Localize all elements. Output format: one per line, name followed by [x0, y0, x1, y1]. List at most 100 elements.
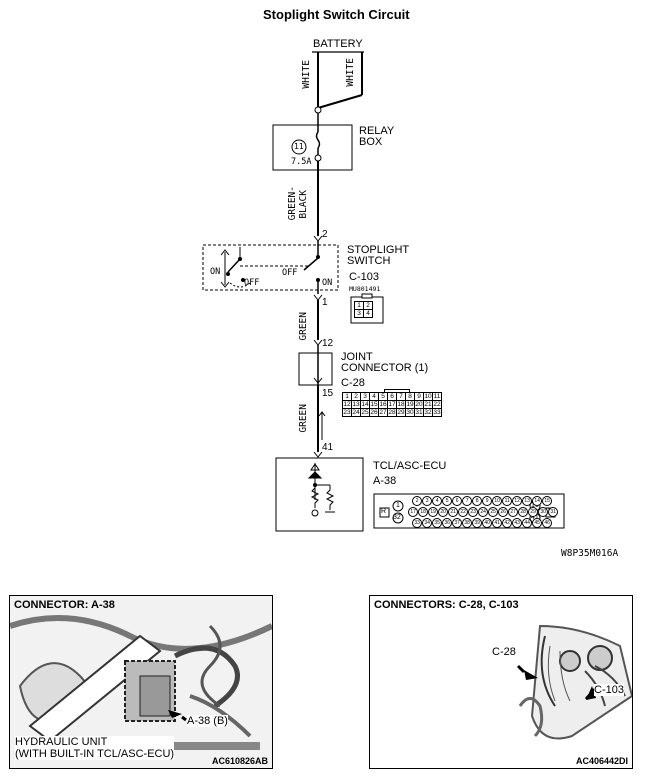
ecu-pin: 7	[462, 496, 473, 507]
c28-pin: 33	[432, 408, 442, 417]
c28-pin: 31	[414, 408, 424, 417]
ecu-pin: 30	[538, 507, 549, 518]
ecu-pin: 24	[478, 507, 489, 518]
battery-wire-left-color: WHITE	[301, 60, 312, 89]
switch-on-left: ON	[210, 267, 221, 277]
c28-pin: 6	[387, 392, 397, 401]
c28-pin: 2	[351, 392, 361, 401]
wire-green-black-line2: BLACK	[298, 190, 309, 219]
ecu-pin: 28	[518, 507, 529, 518]
ecu-pin: 2	[412, 496, 423, 507]
c28-pin: 20	[414, 400, 424, 409]
relay-box-label: RELAY BOX	[359, 125, 395, 148]
ecu-pin: 39	[472, 518, 483, 529]
ecu-pin-41: 41	[322, 442, 334, 453]
c28-pin: 10	[423, 392, 433, 401]
ecu-pin: 23	[468, 507, 479, 518]
ecu-pin-right-bottom: 41	[531, 514, 539, 521]
c103-part-number: MU801491	[349, 285, 381, 293]
a38-connector-label: A-38	[373, 475, 397, 487]
ecu-pin: 42	[502, 518, 513, 529]
c28-pin: 26	[369, 408, 379, 417]
joint-connector-label: JOINT CONNECTOR (1)	[341, 351, 429, 374]
switch-off-right: OFF	[282, 268, 298, 278]
switch-off-left: OFF	[244, 278, 260, 288]
c28-pin: 5	[378, 392, 388, 401]
photo-left-ref: AC610826AB	[211, 756, 268, 766]
ecu-pin: 37	[452, 518, 463, 529]
c28-pin: 23	[342, 408, 352, 417]
fuse-number: 11	[294, 142, 304, 151]
ecu-pin: 46	[542, 518, 553, 529]
engine-bay-photo	[10, 596, 272, 768]
ecu-label: TCL/ASC-ECU	[373, 460, 447, 472]
photo-right-title: CONNECTORS: C-28, C-103	[374, 599, 519, 611]
ecu-pin: 44	[522, 518, 533, 529]
c28-pin: 24	[351, 408, 361, 417]
joint-pin-bottom: 15	[322, 388, 334, 399]
ecu-pin: 5	[442, 496, 453, 507]
ecu-mark-left: R	[381, 508, 387, 515]
connector-a38-photo-panel: CONNECTOR: A-38 A-38 (B) HYDRAULIC UNIT …	[9, 595, 273, 769]
ecu-pin: 19	[428, 507, 439, 518]
ecu-pin: 27	[508, 507, 519, 518]
c28-pin: 25	[360, 408, 370, 417]
c28-pin: 8	[405, 392, 415, 401]
c103-pin: 1	[354, 301, 364, 310]
c28-pin: 30	[405, 408, 415, 417]
ecu-pin: 21	[448, 507, 459, 518]
c28-pin: 22	[432, 400, 442, 409]
ecu-pin: 12	[512, 496, 523, 507]
stoplight-switch-label: STOPLIGHT SWITCH	[347, 244, 410, 267]
photo-right-callout-c103: C-103	[594, 684, 624, 696]
c28-pin: 11	[432, 392, 442, 401]
ecu-pin: 3	[422, 496, 433, 507]
ecu-pin: 29	[528, 507, 539, 518]
ecu-pin: 31	[548, 507, 559, 518]
ecu-pin: 17	[408, 507, 419, 518]
ecu-pin: 43	[512, 518, 523, 529]
ecu-pin: 22	[458, 507, 469, 518]
ecu-pin: 14	[532, 496, 543, 507]
switch-on-right: ON	[322, 278, 333, 288]
ecu-pin: 45	[532, 518, 543, 529]
diagram-reference: W8P35M016A	[561, 548, 619, 559]
wire-green-lower: GREEN	[298, 404, 309, 433]
c28-pin: 21	[423, 400, 433, 409]
c28-pin: 14	[360, 400, 370, 409]
photo-left-caption: HYDRAULIC UNIT (WITH BUILT-IN TCL/ASC-EC…	[15, 736, 175, 760]
ecu-pin: 9	[482, 496, 493, 507]
battery-label: BATTERY	[313, 38, 363, 50]
ecu-pin: 38	[462, 518, 473, 529]
photo-left-callout: A-38 (B)	[187, 715, 228, 727]
ecu-pin: 10	[492, 496, 503, 507]
switch-pin-top: 2	[322, 229, 328, 240]
ecu-pin: 11	[502, 496, 513, 507]
wire-green-black-line1: GREEN-	[287, 186, 298, 221]
ecu-pin: 34	[422, 518, 433, 529]
switch-pin-bottom: 1	[322, 297, 328, 308]
ecu-pin: 6	[452, 496, 463, 507]
ecu-pin: 13	[522, 496, 533, 507]
dashboard-photo	[516, 624, 632, 740]
c103-pin: 3	[354, 309, 364, 318]
ecu-pin: 20	[438, 507, 449, 518]
ecu-pin-left-bottom: 32	[393, 514, 401, 521]
c28-pin: 27	[378, 408, 388, 417]
c28-pin: 17	[387, 400, 397, 409]
c28-pin: 16	[378, 400, 388, 409]
c28-pin: 19	[405, 400, 415, 409]
c103-pin: 4	[363, 309, 373, 318]
ecu-pin: 25	[488, 507, 499, 518]
connectors-c28-c103-photo-panel: CONNECTORS: C-28, C-103 C-28 C-103 AC406…	[369, 595, 633, 769]
c28-pin: 15	[369, 400, 379, 409]
ecu-pin: 8	[472, 496, 483, 507]
c28-pin: 12	[342, 400, 352, 409]
c28-pin: 18	[396, 400, 406, 409]
ecu-pin-left-top: 1	[396, 502, 400, 509]
c28-key	[384, 389, 410, 393]
c28-pin: 28	[387, 408, 397, 417]
